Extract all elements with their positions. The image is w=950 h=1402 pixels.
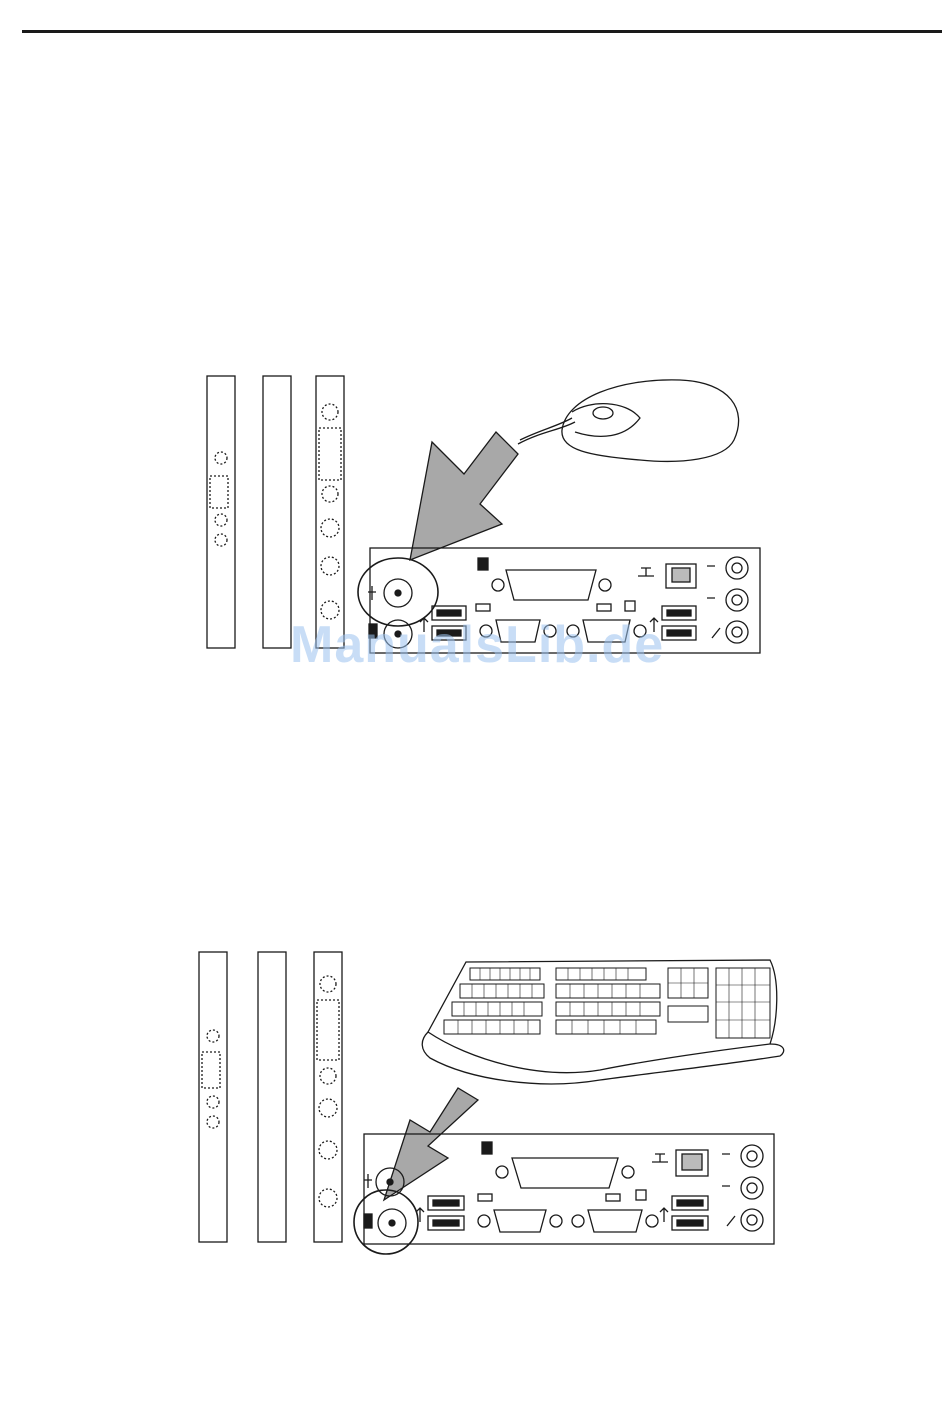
keyboard-connection-figure — [0, 940, 950, 1270]
header-rule — [22, 30, 942, 33]
arrow-to-mouse-port — [410, 432, 518, 560]
watermark: ManualsLib.de — [290, 615, 664, 675]
mouse-icon — [518, 380, 739, 462]
arrow-to-keyboard-port — [384, 1088, 478, 1200]
expansion-slots — [207, 376, 344, 648]
keyboard-icon — [422, 960, 783, 1084]
expansion-slots — [199, 952, 342, 1242]
